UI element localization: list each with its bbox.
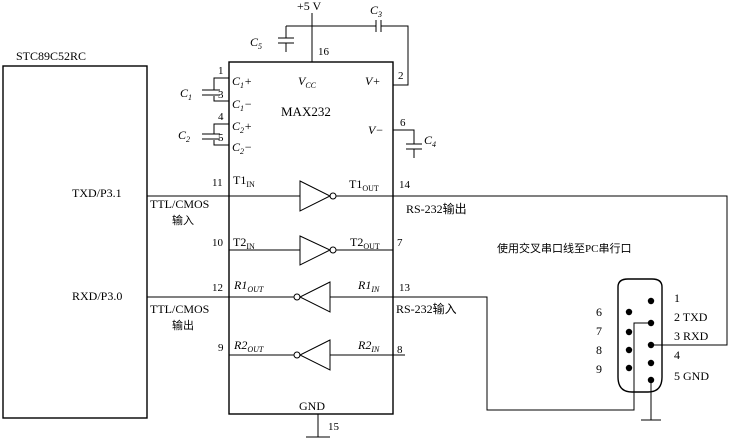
pin-name-c2p: C2+ (232, 119, 252, 135)
gnd-pin-line (306, 414, 330, 438)
cap-c5-label: C5 (250, 35, 262, 51)
pin-name-r1in: R1IN (357, 278, 380, 294)
pin-name-t2out: T2OUT (350, 235, 380, 251)
pin-6: 6 (400, 117, 406, 129)
receiver-r1-bubble (293, 293, 301, 301)
db9-shell (617, 278, 663, 393)
ttl-in-label: TTL/CMOS (150, 197, 209, 211)
cap-c3-label: C3 (370, 3, 382, 19)
pin-3: 3 (218, 89, 224, 101)
cap-c4-network (393, 129, 422, 158)
cap-c1-network (202, 77, 229, 102)
receiver-r1 (298, 281, 331, 313)
cap-c1-label: C1 (180, 86, 192, 102)
pin-10: 10 (212, 237, 224, 249)
db9-pin-2: 2 TXD (674, 310, 708, 324)
pin-4: 4 (218, 111, 224, 123)
pin-name-r2in: R2IN (357, 338, 380, 354)
receiver-r2-bubble (293, 351, 301, 359)
mcu-txd-label: TXD/P3.1 (72, 186, 122, 200)
pin-15: 15 (328, 421, 340, 433)
receiver-r2 (298, 339, 331, 371)
db9-pin-3: 3 RXD (674, 329, 709, 343)
chip-vminus-label: V− (368, 123, 383, 137)
chip-vcc-label: VCC (298, 74, 317, 90)
cap-c4-label: C4 (424, 133, 436, 149)
pin-name-c1m: C1− (232, 97, 252, 113)
mcu-rxd-label: RXD/P3.0 (72, 289, 122, 303)
pin-12: 12 (212, 282, 223, 294)
chip-gnd-label: GND (299, 399, 325, 413)
cap-c2-label: C2 (178, 128, 190, 144)
rs-in-label: RS-232输入 (396, 301, 457, 316)
pin-14: 14 (399, 179, 411, 191)
pin-1: 1 (218, 65, 224, 77)
mcu-name: STC89C52RC (16, 49, 86, 63)
vcc-line (278, 13, 376, 62)
db9-pin-5: 5 GND (674, 369, 709, 383)
db9-pins (625, 297, 655, 384)
pin-name-c2m: C2− (232, 140, 252, 156)
mcu-block (2, 65, 148, 419)
wire-t1out (336, 195, 728, 346)
db9-pin-1: 1 (674, 291, 680, 305)
driver-t2-bubble (329, 246, 337, 254)
power-label: +5 V (297, 0, 322, 13)
pin-5: 5 (218, 132, 224, 144)
driver-t1 (299, 180, 332, 212)
pin-name-t1out: T1OUT (349, 177, 379, 193)
db9-pin-6: 6 (596, 305, 602, 319)
chip-name: MAX232 (281, 104, 331, 119)
ttl-in-sub: 输入 (172, 213, 194, 227)
rs-out-label: RS-232输出 (406, 201, 467, 216)
pin-name-c1p: C1+ (232, 74, 252, 90)
driver-t2 (299, 235, 332, 266)
pin-7: 7 (397, 237, 403, 249)
pin-2: 2 (398, 70, 404, 82)
pin-name-r2out: R2OUT (233, 338, 264, 354)
chip-vplus-label: V+ (365, 74, 380, 88)
db9-pin-4: 4 (674, 348, 680, 362)
wire-r1in (330, 296, 651, 411)
db9-pin-7: 7 (596, 324, 602, 338)
db9-pin-9: 9 (596, 362, 602, 376)
max232-chip (228, 61, 394, 415)
pin-8: 8 (397, 344, 403, 356)
pin-name-t2in: T2IN (233, 235, 255, 251)
ttl-out-sub: 输出 (172, 318, 194, 332)
pin-13: 13 (399, 282, 411, 294)
ttl-out-label: TTL/CMOS (150, 302, 209, 316)
pin-9: 9 (218, 342, 224, 354)
pin-16: 16 (318, 46, 330, 58)
pin-name-t1in: T1IN (233, 173, 255, 189)
pin-11: 11 (212, 177, 223, 189)
pin-name-r1out: R1OUT (233, 278, 264, 294)
cable-note: 使用交叉串口线至PC串行口 (497, 241, 631, 255)
cap-c2-network (202, 123, 229, 146)
db9-gnd-line (641, 380, 661, 421)
cap-c3-network (375, 20, 409, 86)
db9-pin-8: 8 (596, 343, 602, 357)
